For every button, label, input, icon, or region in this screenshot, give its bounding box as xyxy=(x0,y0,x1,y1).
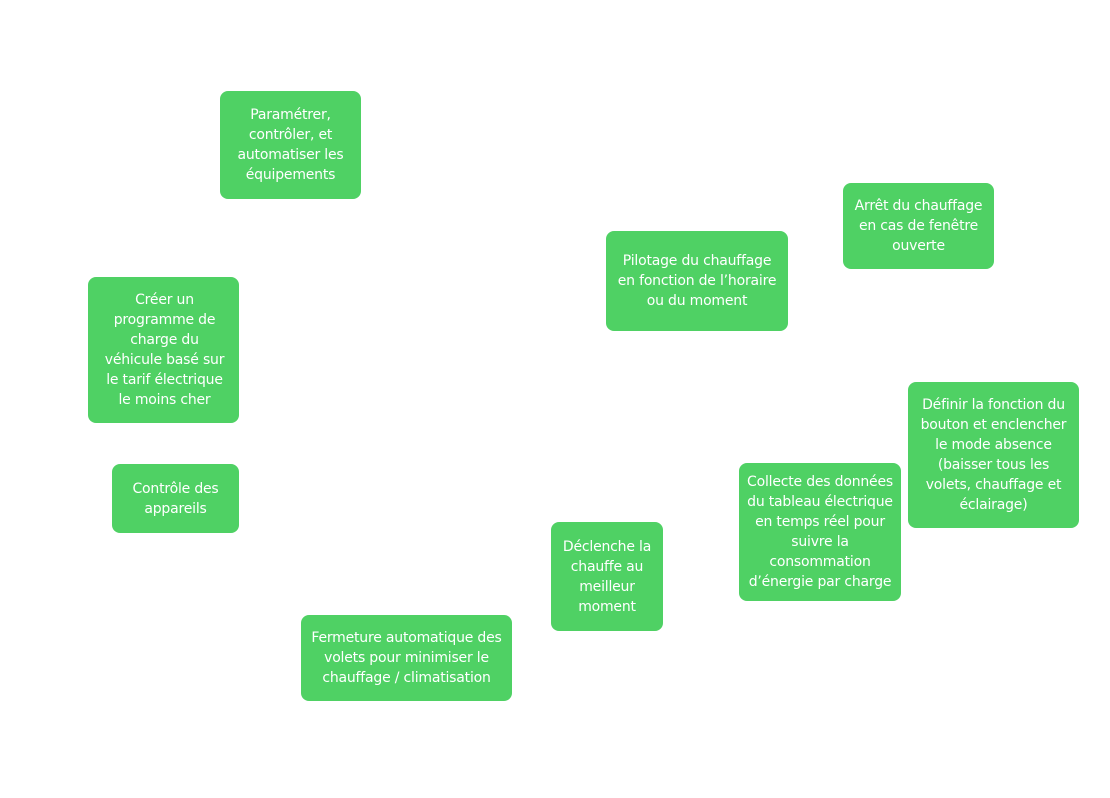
node-label: Définir la fonction du bouton et enclenc… xyxy=(920,397,1067,513)
node-mode-absence[interactable]: Définir la fonction du bouton et enclenc… xyxy=(908,382,1079,528)
node-declenche-chauffe[interactable]: Déclenche la chauffe au meilleur moment xyxy=(551,522,663,631)
node-arret-chauffage[interactable]: Arrêt du chauffage en cas de fenêtre ouv… xyxy=(843,183,994,269)
node-label: Créer un programme de charge du véhicule… xyxy=(104,292,225,408)
node-label: Paramétrer, contrôler, et automatiser le… xyxy=(237,107,344,183)
node-fermeture-volets[interactable]: Fermeture automatique des volets pour mi… xyxy=(301,615,512,701)
node-label: Déclenche la chauffe au meilleur moment xyxy=(562,538,652,615)
node-controle-appareils[interactable]: Contrôle des appareils xyxy=(112,464,239,533)
node-label: Collecte des données du tableau électriq… xyxy=(747,474,893,590)
node-programme-charge-vehicule[interactable]: Créer un programme de charge du véhicule… xyxy=(88,277,239,423)
node-pilotage-chauffage[interactable]: Pilotage du chauffage en fonction de l’h… xyxy=(606,231,788,331)
node-label: Pilotage du chauffage en fonction de l’h… xyxy=(617,253,777,309)
node-collecte-donnees[interactable]: Collecte des données du tableau électriq… xyxy=(739,463,901,601)
node-label: Contrôle des appareils xyxy=(132,480,219,517)
node-label: Fermeture automatique des volets pour mi… xyxy=(311,630,502,686)
node-label: Arrêt du chauffage en cas de fenêtre ouv… xyxy=(854,198,983,254)
node-parametrer-equipements[interactable]: Paramétrer, contrôler, et automatiser le… xyxy=(220,91,361,199)
